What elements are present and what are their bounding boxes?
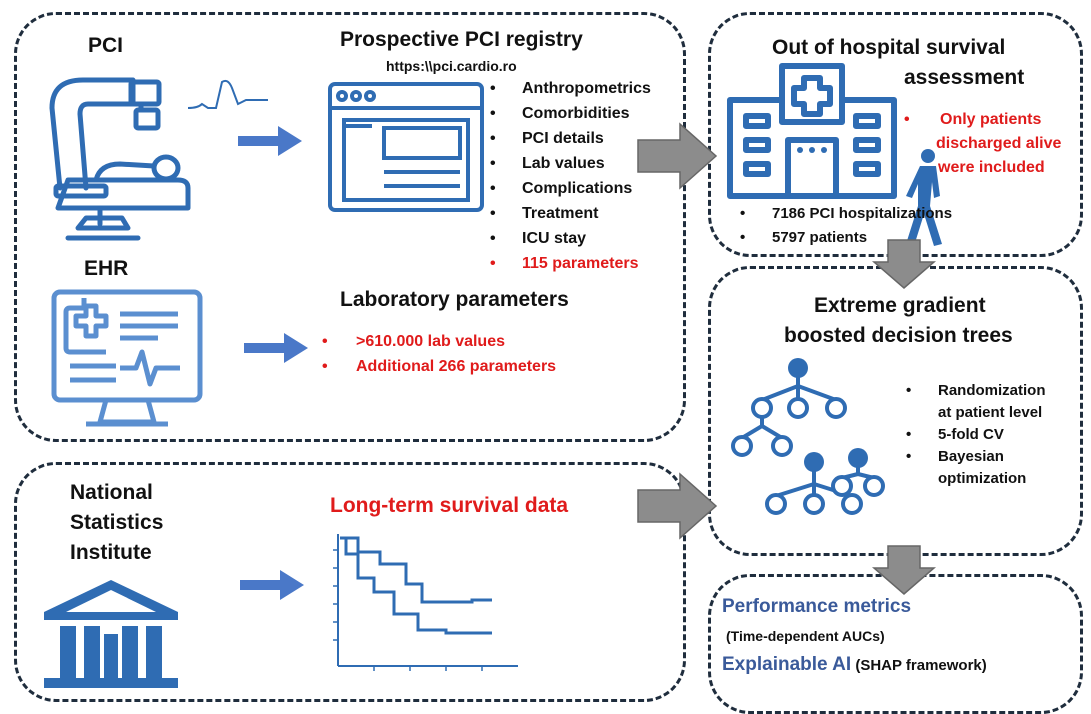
explainable-ai-label: Explainable AI (SHAP framework) [722,654,987,676]
institute-building-icon [44,580,178,688]
performance-metrics-label: Performance metrics [722,596,912,617]
survival-curve-icon [333,534,518,671]
registry-parameter-item: Complications [490,176,651,201]
registry-url: https:\\pci.cardio.ro [386,58,517,74]
nsi-arrow [240,570,304,600]
nsi-label-line-2: Statistics [70,511,164,534]
grey-arrow-to-survival [637,122,718,190]
xgb-bullet-line: 5-fold CV [938,426,1004,443]
pci-arrow [238,126,302,156]
lab-parameter-list: >610.000 lab valuesAdditional 266 parame… [322,329,556,379]
xgb-title-line-1: Extreme gradient [814,294,986,317]
long-term-survival-title: Long-term survival data [330,494,569,517]
xgb-bullet-line: Randomization [938,382,1046,399]
xgb-bullet-line: at patient level [938,404,1043,421]
xgb-bullet-line: Bayesian [938,448,1004,465]
grey-arrow-down-1 [871,239,937,289]
survival-title-line-1: Out of hospital survival [772,36,1006,59]
discharge-note-bullet: • [904,111,910,128]
shap-framework-text: (SHAP framework) [851,657,987,674]
discharge-note: • Only patients discharged alive were in… [904,108,1061,180]
discharge-note-line-1: Only patients [940,111,1042,128]
discharge-note-line-3: were included [938,159,1045,176]
registry-parameter-list: AnthropometricsComorbiditiesPCI detailsL… [490,76,651,276]
explainable-ai-text: Explainable AI [722,654,852,675]
registry-parameter-item: Comorbidities [490,101,651,126]
ehr-arrow [244,333,308,363]
pci-label: PCI [88,34,124,57]
lab-parameter-item: >610.000 lab values [322,329,556,354]
nsi-label: National Statistics Institute [70,478,163,568]
xgb-bullet-item: •5-fold CV [906,424,1046,446]
registry-title: Prospective PCI registry [340,28,583,51]
lab-parameters-title: Laboratory parameters [340,288,569,311]
xgb-title-line-2: boosted decision trees [784,324,1013,347]
cohort-item: 7186 PCI hospitalizations [740,202,952,226]
cath-lab-icon [49,77,191,241]
time-dependent-aucs-label: (Time-dependent AUCs) [726,628,885,644]
nsi-label-line-3: Institute [70,541,152,564]
grey-arrow-to-xgboost [637,472,718,540]
ehr-monitor-icon [51,289,203,427]
cohort-item: 5797 patients [740,226,952,250]
ehr-label: EHR [84,257,129,280]
cohort-list: 7186 PCI hospitalizations5797 patients [740,202,952,250]
discharge-note-line-2: discharged alive [936,135,1062,152]
nsi-label-line-1: National [70,481,153,504]
lab-parameter-item: Additional 266 parameters [322,354,556,379]
survival-title-line-2: assessment [904,66,1025,89]
registry-parameter-item: PCI details [490,126,651,151]
data-sources-panel [14,12,686,442]
registry-parameter-item: Anthropometrics [490,76,651,101]
decision-trees-icon [731,358,885,515]
heartbeat-trace-icon [187,79,268,109]
registry-parameter-item: Treatment [490,201,651,226]
registry-parameter-item: 115 parameters [490,251,651,276]
browser-window-icon [328,82,484,212]
registry-parameter-item: ICU stay [490,226,651,251]
registry-parameter-item: Lab values [490,151,651,176]
grey-arrow-down-2 [871,545,937,595]
xgb-bullet-line: optimization [938,470,1027,487]
hospital-icon [727,63,897,199]
